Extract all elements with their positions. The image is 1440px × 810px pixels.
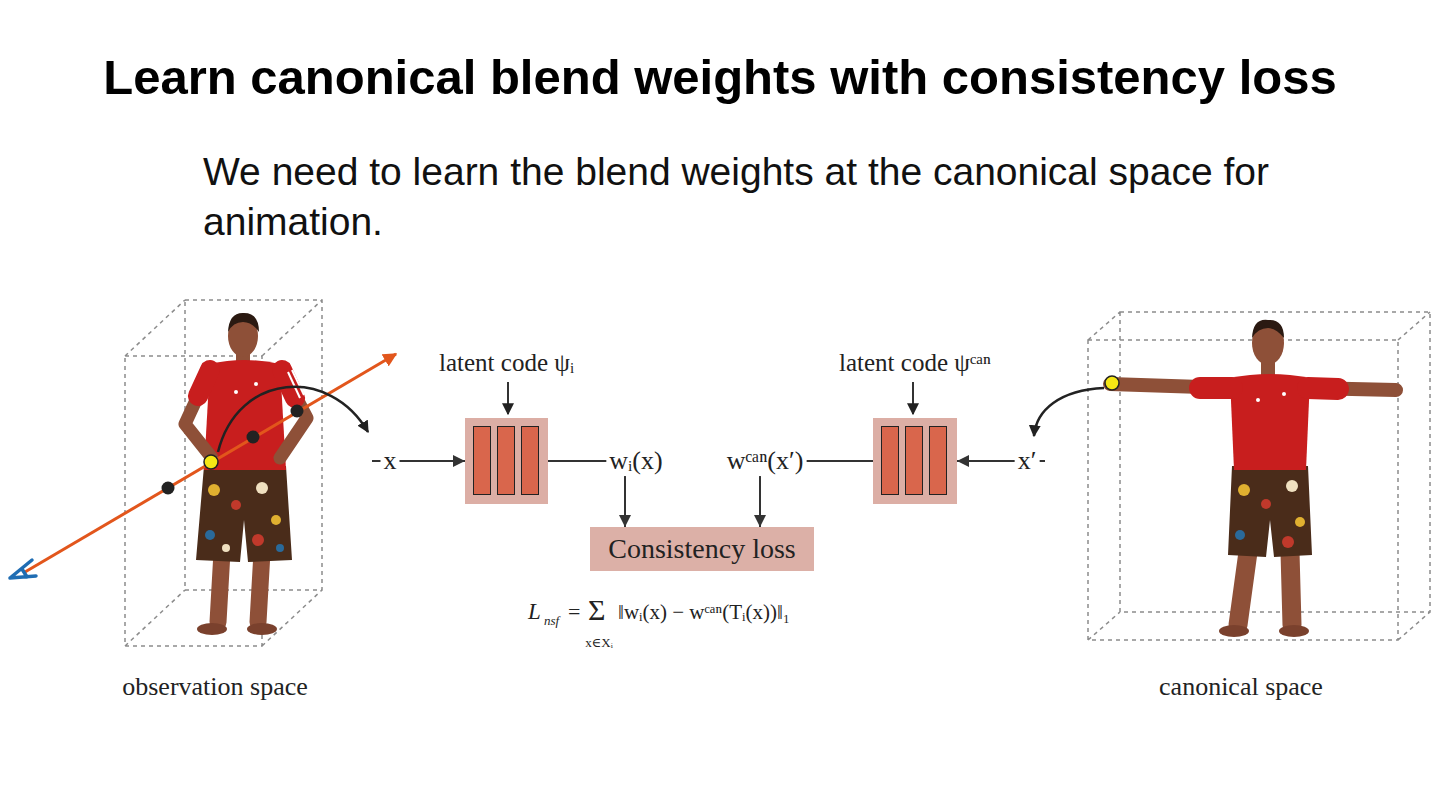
canonical-person <box>1219 625 1249 637</box>
slide-title: Learn canonical blend weights with consi… <box>10 46 1430 108</box>
canonical-person <box>1282 536 1294 548</box>
canonical-person <box>1261 360 1275 378</box>
observed-person <box>222 544 230 552</box>
canonical-person <box>1228 466 1312 557</box>
observed-person <box>197 623 227 635</box>
camera-ray <box>10 354 396 578</box>
formula-symbol: = <box>568 599 580 624</box>
camera-ray <box>291 405 304 418</box>
latent-code-arrow <box>508 382 913 414</box>
observed-person <box>204 360 286 470</box>
observed-person <box>254 382 258 386</box>
formula-symbol: Σ <box>588 593 605 628</box>
canonical-person <box>1282 392 1286 396</box>
canonical-point <box>1034 388 1104 436</box>
edge-label: wᶜᵃⁿ(x′) <box>724 446 807 476</box>
formula-body: ‖wᵢ(x) − wᶜᵃⁿ(Tᵢ(x))‖₁ <box>618 600 790 624</box>
observed-person <box>231 500 241 510</box>
edge-label: x <box>381 446 400 476</box>
formula-subscript: x∈Xᵢ <box>585 636 613 651</box>
dashed-bounding-box <box>100 296 372 706</box>
observed-person <box>258 552 262 622</box>
observed-person <box>198 370 210 396</box>
observed-person <box>185 313 307 635</box>
formula-symbol: L <box>528 599 541 625</box>
mlp-box: latent code ψᵢ <box>465 418 548 504</box>
latent-code-label: latent code ψᶜᵃⁿ <box>839 348 991 378</box>
canonical-point <box>1105 376 1119 390</box>
network-layer-bar <box>881 426 899 495</box>
observed-person <box>196 466 292 562</box>
space-label: observation space <box>100 672 330 702</box>
observed-person <box>205 530 215 540</box>
canonical-person <box>1261 499 1271 509</box>
box-label: Consistency loss <box>608 532 795 566</box>
observed-person <box>276 544 284 552</box>
canonical-person <box>1110 320 1396 637</box>
network-layer-bar <box>929 426 947 495</box>
canonical-person <box>1286 480 1298 492</box>
observed-person <box>228 315 258 357</box>
formula-subscript: nsf <box>544 614 559 629</box>
observed-person <box>218 552 222 622</box>
observed-person <box>252 534 264 546</box>
camera-ray <box>162 482 175 495</box>
canonical-person <box>1308 388 1396 390</box>
camera-ray <box>218 387 368 452</box>
observed-person <box>247 623 277 635</box>
canonical-person <box>1290 552 1292 625</box>
canonical-person <box>1200 377 1232 399</box>
latent-code-arrow <box>912 382 914 414</box>
canonical-person <box>1238 484 1250 496</box>
canonical-person <box>1238 552 1248 625</box>
observed-person <box>228 313 259 332</box>
observation-space-box: observation space <box>100 296 372 706</box>
canonical-space-box: canonical space <box>1045 296 1434 706</box>
canonical-person <box>1295 517 1305 527</box>
observed-person <box>280 370 307 458</box>
network-layer-bar <box>521 426 539 495</box>
observed-person <box>282 370 295 398</box>
observed-person <box>292 370 304 395</box>
canonical-person <box>1256 398 1260 402</box>
observed-person <box>208 484 220 496</box>
network-layer-bar <box>473 426 491 495</box>
camera-ray <box>10 560 36 578</box>
edge-label: x′ <box>1015 446 1040 476</box>
canonical-point <box>1034 376 1119 436</box>
canonical-person <box>1252 321 1284 365</box>
loss-box: Consistency loss <box>590 527 814 571</box>
canonical-person <box>1252 320 1284 338</box>
canonical-person <box>1279 625 1309 637</box>
dashed-bounding-box <box>1088 312 1430 640</box>
canonical-person <box>1308 388 1338 389</box>
mlp-box: latent code ψᶜᵃⁿ <box>873 418 957 504</box>
observed-person <box>234 390 238 394</box>
camera-ray <box>25 354 396 572</box>
observed-person <box>288 372 300 398</box>
camera-ray <box>204 455 218 469</box>
camera-ray <box>247 431 260 444</box>
dashed-bounding-box <box>1045 296 1434 706</box>
observed-person <box>236 350 250 366</box>
canonical-person <box>1110 384 1232 388</box>
subtitle: We need to learn the blend weights at th… <box>203 147 1293 247</box>
space-label: canonical space <box>1091 672 1391 702</box>
dashed-bounding-box <box>125 300 322 646</box>
network-layer-bar <box>905 426 923 495</box>
latent-code-label: latent code ψᵢ <box>439 348 574 378</box>
observed-person <box>271 515 281 525</box>
latent-code-arrow <box>507 382 509 414</box>
observed-person <box>256 482 268 494</box>
canonical-person <box>1230 374 1310 470</box>
edge-label: wᵢ(x) <box>606 446 665 476</box>
canonical-person <box>1235 530 1245 540</box>
observed-person <box>185 370 212 458</box>
network-layer-bar <box>497 426 515 495</box>
